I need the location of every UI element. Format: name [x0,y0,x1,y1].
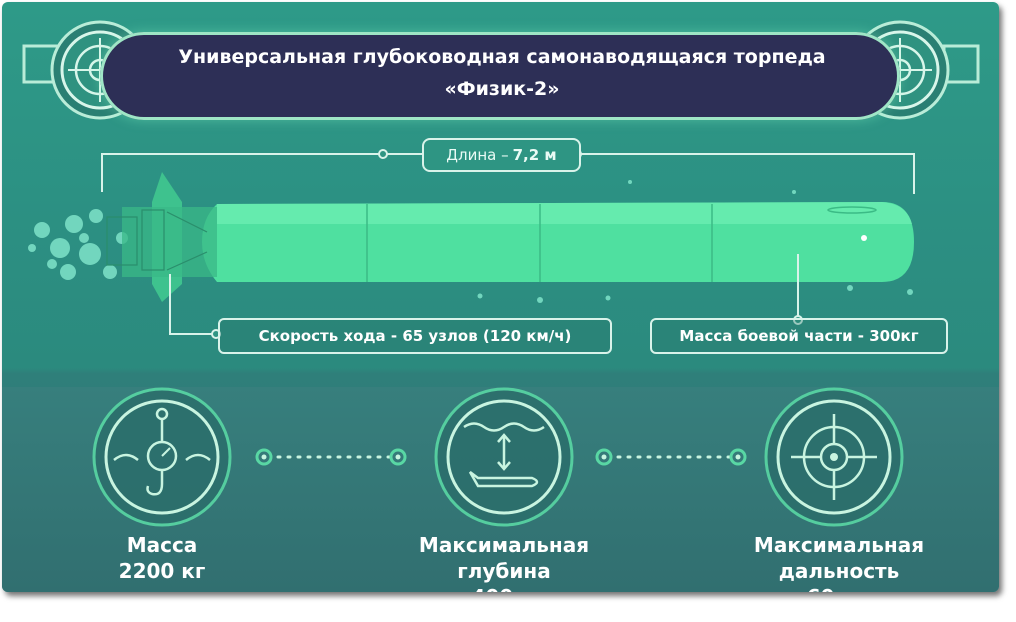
stat-depth-value: 400 м [374,584,634,592]
stat-mass-label: Масса [126,533,198,557]
torpedo-illustration [106,172,914,302]
bubbles [28,180,913,303]
crosshair-target-icon [764,387,904,527]
length-label-text: Длина – [446,146,509,164]
callout-connectors [169,254,803,339]
title-line-2: «Физик-2» [444,78,560,100]
title-banner [100,32,900,120]
stat-mass: Масса 2200 кг [32,532,292,584]
infographic-panel: Универсальная глубоководная самонаводяща… [2,2,999,592]
stat-depth-label: Максимальная глубина [418,533,590,583]
length-label: Длина – 7,2 м [422,138,581,172]
stat-dotted-connectors [255,448,747,466]
title-line-1: Универсальная глубоководная самонаводяща… [178,46,826,68]
page-title: Универсальная глубоководная самонаводяща… [152,41,852,105]
length-value: 7,2 м [512,146,557,164]
stat-depth: Максимальная глубина 400 м [374,532,634,592]
speed-callout: Скорость хода - 65 узлов (120 км/ч) [218,318,612,354]
depth-torpedo-icon [434,387,574,527]
stat-range-value: 60 км [704,584,974,592]
stat-range: Максимальная дальность 60 км [704,532,974,592]
warhead-callout: Масса боевой части - 300кг [650,318,948,354]
stat-range-label: Максимальная дальность [753,533,925,583]
scale-hook-icon [92,387,232,527]
stat-mass-value: 2200 кг [118,559,206,583]
